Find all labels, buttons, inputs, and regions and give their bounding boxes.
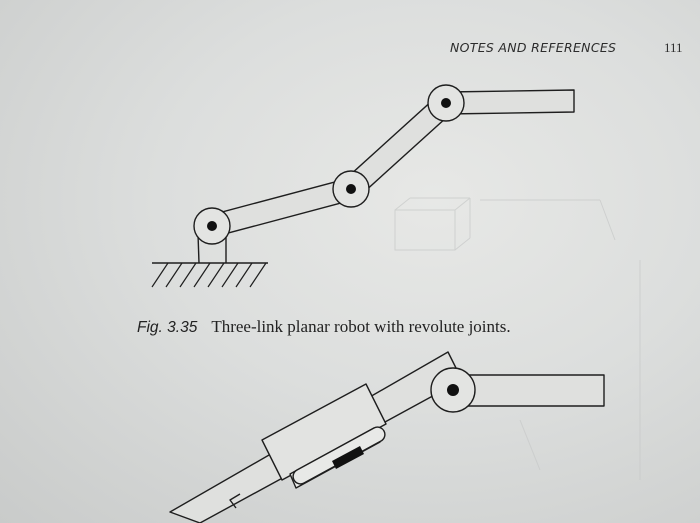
slider-block bbox=[332, 446, 364, 469]
figure-label: Fig. 3.35 bbox=[137, 319, 198, 336]
running-header: NOTES AND REFERENCES bbox=[450, 40, 617, 55]
base-post bbox=[197, 233, 200, 264]
ground-hatching bbox=[151, 262, 267, 288]
figure-caption-text: Three-link planar robot with revolute jo… bbox=[211, 317, 511, 336]
figure-caption: Fig. 3.35 Three-link planar robot with re… bbox=[137, 317, 511, 337]
page-number: 111 bbox=[664, 40, 683, 55]
slider-groove bbox=[292, 426, 386, 485]
